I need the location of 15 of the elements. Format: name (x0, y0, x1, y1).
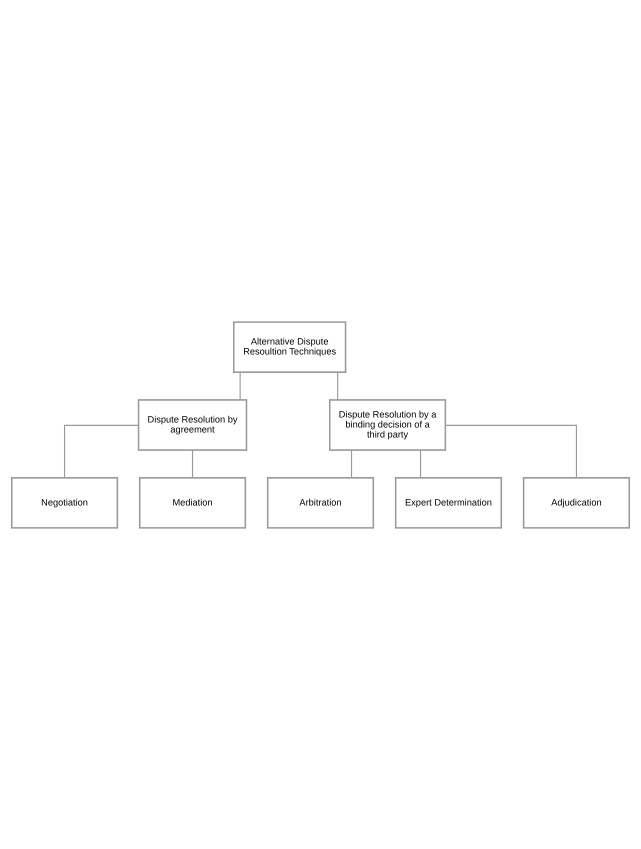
node-box: Dispute Resolution by agreement (138, 398, 248, 450)
node-box: Negotiation (10, 476, 118, 528)
node-box: Adjudication (522, 476, 630, 528)
connector (350, 450, 352, 478)
node-box: Alternative Dispute Resoultion Techniques (233, 320, 346, 372)
connector (337, 372, 338, 400)
connector (192, 450, 194, 478)
connector (420, 450, 422, 478)
node-box: Arbitration (266, 476, 374, 528)
connector (64, 424, 138, 478)
node-box: Expert Determination (394, 476, 502, 528)
connector (446, 424, 578, 478)
connector (240, 372, 241, 400)
node-box: Mediation (138, 476, 246, 528)
node-box: Dispute Resolution by a binding decision of a third party (328, 398, 446, 450)
